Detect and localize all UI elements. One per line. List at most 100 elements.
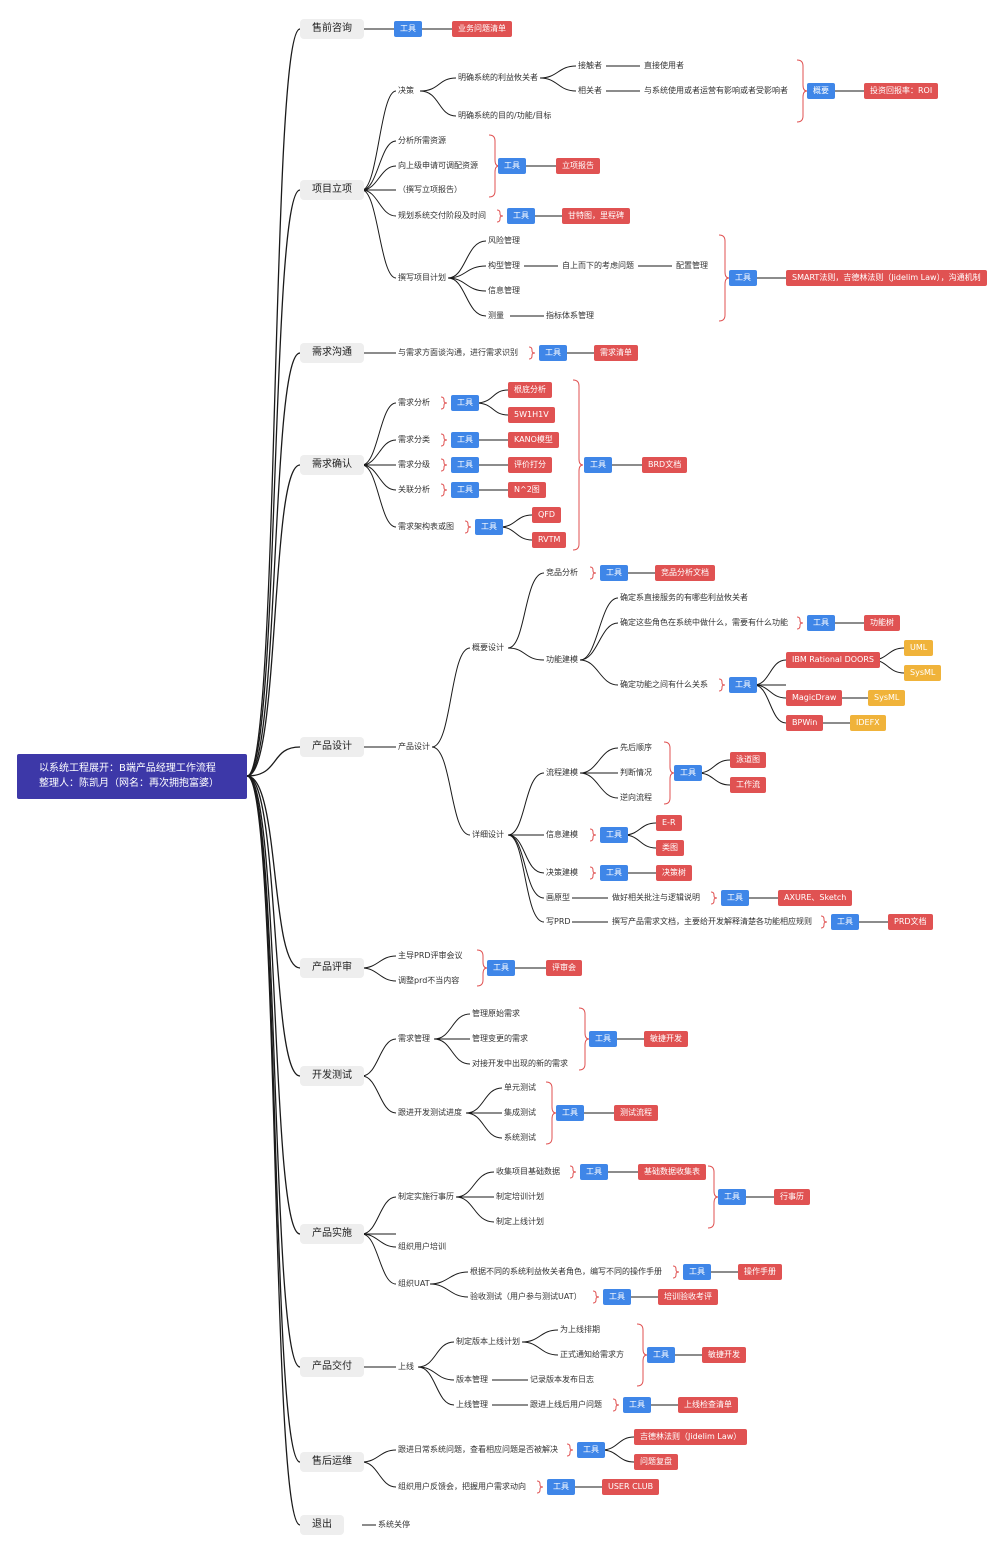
node-feedback[interactable]: 组织用户反馈会，把握用户需求动向 — [398, 1482, 526, 1491]
node-apply-resources[interactable]: 向上级申请可调配资源 — [398, 161, 478, 170]
output-review[interactable]: 评审会 — [546, 960, 582, 976]
output-problem-review[interactable]: 问题复盘 — [634, 1454, 678, 1470]
output-uml[interactable]: UML — [904, 640, 934, 656]
node-metric[interactable]: 指标体系管理 — [546, 311, 594, 320]
tool-tag[interactable]: 工具 — [600, 827, 628, 843]
node-outline[interactable]: 概要设计 — [472, 643, 504, 652]
node-decision[interactable]: 决策 — [398, 86, 414, 95]
output-prd-doc[interactable]: PRD文档 — [888, 914, 933, 930]
output-test-flow[interactable]: 测试流程 — [614, 1105, 658, 1121]
output-proposal[interactable]: 立项报告 — [556, 158, 600, 174]
output-qfd[interactable]: QFD — [532, 507, 562, 523]
node-prd-desc[interactable]: 撰写产品需求文档，主要给开发解释清楚各功能相应规则 — [612, 917, 812, 926]
node-new-req[interactable]: 对接开发中出现的新的需求 — [472, 1059, 568, 1068]
output-bpwin[interactable]: BPWin — [786, 715, 824, 731]
tool-tag[interactable]: 工具 — [647, 1347, 675, 1363]
output-gantt[interactable]: 甘特图，里程碑 — [562, 208, 630, 224]
node-prototype[interactable]: 画原型 — [546, 893, 570, 902]
tool-tag[interactable]: 工具 — [475, 519, 503, 535]
phase-exit[interactable]: 退出 — [300, 1515, 344, 1535]
node-direct-user[interactable]: 直接使用者 — [644, 61, 684, 70]
node-user-train[interactable]: 组织用户培训 — [398, 1242, 446, 1251]
node-issue-follow[interactable]: 跟进上线后用户问题 — [530, 1400, 602, 1409]
output-brd[interactable]: BRD文档 — [642, 457, 688, 473]
output-base-table[interactable]: 基础数据收集表 — [638, 1164, 706, 1180]
output-checklist[interactable]: 上线检查清单 — [678, 1397, 738, 1413]
tool-tag[interactable]: 工具 — [394, 21, 422, 37]
node-communicate[interactable]: 与需求方面谈沟通，进行需求识别 — [398, 348, 518, 357]
node-req-analysis[interactable]: 需求分析 — [398, 398, 430, 407]
node-seq[interactable]: 先后顺序 — [620, 743, 652, 752]
node-write-prd[interactable]: 写PRD — [546, 917, 571, 926]
phase-product-design[interactable]: 产品设计 — [300, 737, 364, 757]
output-decision-tree[interactable]: 决策树 — [656, 865, 692, 881]
node-req-manage[interactable]: 需求管理 — [398, 1034, 430, 1043]
output-idefx[interactable]: IDEFX — [850, 715, 886, 731]
node-impl-plan[interactable]: 制定实施行事历 — [398, 1192, 454, 1201]
phase-dev-test[interactable]: 开发测试 — [300, 1066, 364, 1086]
output-train-eval[interactable]: 培训验收考评 — [658, 1289, 718, 1305]
node-collect-data[interactable]: 收集项目基础数据 — [496, 1167, 560, 1176]
tool-tag[interactable]: 工具 — [603, 1289, 631, 1305]
node-f1[interactable]: 确定系直接服务的有哪些利益攸关者 — [620, 593, 748, 602]
phase-implementation[interactable]: 产品实施 — [300, 1224, 364, 1244]
tool-tag[interactable]: 工具 — [600, 565, 628, 581]
node-annotate[interactable]: 做好相关批注与逻辑说明 — [612, 893, 700, 902]
output-kano[interactable]: KANO模型 — [508, 432, 559, 448]
output-jidelim[interactable]: 吉德林法则（Jidelim Law） — [634, 1429, 748, 1445]
output-sysml-1[interactable]: SysML — [904, 665, 942, 681]
output-er[interactable]: E-R — [656, 815, 682, 831]
output-doors[interactable]: IBM Rational DOORS — [786, 652, 880, 668]
node-live-mgmt[interactable]: 上线管理 — [456, 1400, 488, 1409]
node-release-log[interactable]: 记录版本发布日志 — [530, 1375, 594, 1384]
tool-tag[interactable]: 工具 — [584, 457, 612, 473]
tool-tag[interactable]: 工具 — [547, 1479, 575, 1495]
node-lead-review[interactable]: 主导PRD评审会议 — [398, 951, 463, 960]
node-top-down[interactable]: 自上而下的考虑问题 — [562, 261, 634, 270]
phase-initiation[interactable]: 项目立项 — [300, 180, 364, 200]
node-prod-design[interactable]: 产品设计 — [398, 742, 430, 751]
phase-maintenance[interactable]: 售后运维 — [300, 1452, 364, 1472]
phase-delivery[interactable]: 产品交付 — [300, 1357, 364, 1377]
output-req-list[interactable]: 需求清单 — [594, 345, 638, 361]
tool-tag[interactable]: 工具 — [487, 960, 515, 976]
node-affected[interactable]: 与系统使用或者运营有影响或者受影响者 — [644, 86, 788, 95]
node-version[interactable]: 版本管理 — [456, 1375, 488, 1384]
tool-tag[interactable]: 工具 — [831, 914, 859, 930]
node-risk[interactable]: 风险管理 — [488, 236, 520, 245]
output-agile-2[interactable]: 敏捷开发 — [702, 1347, 746, 1363]
output-biz-list[interactable]: 业务问题清单 — [452, 21, 512, 37]
node-notify[interactable]: 正式通知给需求方 — [560, 1350, 624, 1359]
tool-tag[interactable]: 工具 — [507, 208, 535, 224]
node-decision-model[interactable]: 决策建模 — [546, 868, 578, 877]
node-judge[interactable]: 判断情况 — [620, 768, 652, 777]
node-shutdown[interactable]: 系统关停 — [378, 1520, 410, 1529]
tool-tag[interactable]: 工具 — [577, 1442, 605, 1458]
node-f2[interactable]: 确定这些角色在系统中做什么，需要有什么功能 — [620, 618, 788, 627]
node-integration-test[interactable]: 集成测试 — [504, 1108, 536, 1117]
node-daily[interactable]: 跟进日常系统问题，查看相应问题是否被解决 — [398, 1445, 558, 1454]
node-f3[interactable]: 确定功能之间有什么关系 — [620, 680, 708, 689]
node-measure[interactable]: 测量 — [488, 311, 504, 320]
tool-tag[interactable]: 工具 — [683, 1264, 711, 1280]
node-orig-req[interactable]: 管理原始需求 — [472, 1009, 520, 1018]
output-5w1h1v[interactable]: 5W1H1V — [508, 407, 555, 423]
tool-tag[interactable]: 工具 — [721, 890, 749, 906]
node-contact[interactable]: 接触者 — [578, 61, 602, 70]
node-req-level[interactable]: 需求分级 — [398, 460, 430, 469]
phase-req-communication[interactable]: 需求沟通 — [300, 343, 364, 363]
node-req-class[interactable]: 需求分类 — [398, 435, 430, 444]
output-class[interactable]: 类图 — [656, 840, 684, 856]
node-adjust-prd[interactable]: 调整prd不当内容 — [398, 976, 460, 985]
output-manual[interactable]: 操作手册 — [738, 1264, 782, 1280]
tool-tag[interactable]: 工具 — [498, 158, 526, 174]
output-smart[interactable]: SMART法则，吉德林法则（Jidelim Law），沟通机制 — [786, 270, 987, 286]
tool-tag[interactable]: 工具 — [451, 457, 479, 473]
node-write-report[interactable]: （撰写立项报告） — [398, 185, 462, 194]
node-write-plan[interactable]: 撰写项目计划 — [398, 273, 446, 282]
tool-tag[interactable]: 工具 — [556, 1105, 584, 1121]
node-req-arch[interactable]: 需求架构表或图 — [398, 522, 454, 531]
node-analyze-resources[interactable]: 分析所需资源 — [398, 136, 446, 145]
node-go-live[interactable]: 上线 — [398, 1362, 414, 1371]
node-uat[interactable]: 组织UAT — [398, 1279, 430, 1288]
